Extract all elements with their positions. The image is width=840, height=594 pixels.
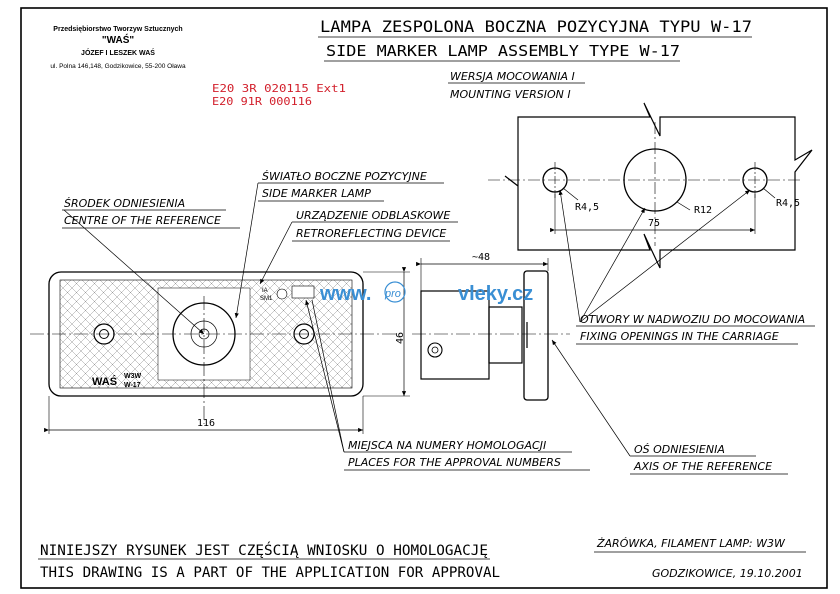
drawing-frame — [20, 7, 828, 589]
dim-75: 75 — [648, 218, 660, 229]
side-view-flange — [523, 270, 549, 401]
filament-lamp: ŻARÓWKA, FILAMENT LAMP: W3W — [596, 537, 786, 550]
callout-reference-axis: OŚ ODNIESIENIA AXIS OF THE REFERENCE — [551, 339, 788, 475]
mark-sm1: SM1 — [260, 296, 273, 302]
retroreflector-pl: URZĄDZENIE ODBLASKOWE — [296, 209, 450, 222]
callout-side-marker: ŚWIATŁO BOCZNE POZYCYJNE SIDE MARKER LAM… — [234, 170, 444, 319]
fixing-hole-center — [623, 148, 687, 212]
watermark-www: www. — [319, 283, 371, 305]
lamp-front-view: IA SM1 WAŚ W3W W-17 116 46 — [30, 267, 410, 434]
approval-number-box — [291, 285, 315, 299]
watermark-pro: pro — [384, 288, 401, 300]
mark-ia: IA — [262, 288, 268, 294]
lamp-type-w17: W-17 — [124, 382, 141, 389]
dim-r45-right: R4,5 — [776, 198, 800, 209]
lamp-side-view: ~48 — [412, 252, 570, 401]
footer-en: THIS DRAWING IS A PART OF THE APPLICATIO… — [40, 565, 500, 581]
title-en: SIDE MARKER LAMP ASSEMBLY TYPE W-17 — [326, 42, 680, 60]
reference-centre-en: CENTRE OF THE REFERENCE — [64, 214, 221, 227]
approval-code-1: E20 3R 020115 Ext1 — [212, 82, 346, 95]
fixing-openings-en: FIXING OPENINGS IN THE CARRIAGE — [580, 330, 779, 343]
side-marker-pl: ŚWIATŁO BOCZNE POZYCYJNE — [262, 170, 427, 183]
mounting-version-en: MOUNTING VERSION I — [450, 88, 571, 101]
company-line-3: JÓZEF I LESZEK WAŚ — [81, 48, 155, 57]
watermark: www. pro vleky.cz — [319, 281, 533, 305]
reference-centre-pl: ŚRODEK ODNIESIENIA — [64, 197, 185, 210]
watermark-domain: vleky.cz — [458, 283, 533, 305]
footer: NINIEJSZY RYSUNEK JEST CZĘŚCIĄ WNIOSKU O… — [38, 537, 806, 581]
title-pl: LAMPA ZESPOLONA BOCZNA POZYCYJNA TYPU W-… — [320, 17, 752, 36]
fixing-openings-pl: OTWORY W NADWOZIU DO MOCOWANIA — [580, 313, 805, 326]
fixing-hole-right — [742, 167, 768, 193]
mounting-version-label: WERSJA MOCOWANIA I MOUNTING VERSION I — [448, 70, 585, 101]
title-block: LAMPA ZESPOLONA BOCZNA POZYCYJNA TYPU W-… — [318, 17, 752, 62]
approval-places-en: PLACES FOR THE APPROVAL NUMBERS — [348, 456, 561, 469]
mounting-version-pl: WERSJA MOCOWANIA I — [450, 70, 575, 83]
fixing-hole-left — [542, 167, 568, 193]
callout-retroreflector: URZĄDZENIE ODBLASKOWE RETROREFLECTING DE… — [259, 209, 458, 285]
footer-pl: NINIEJSZY RYSUNEK JEST CZĘŚCIĄ WNIOSKU O… — [40, 541, 488, 559]
callout-reference-centre: ŚRODEK ODNIESIENIA CENTRE OF THE REFEREN… — [62, 197, 240, 335]
reference-axis-en: AXIS OF THE REFERENCE — [633, 460, 772, 473]
company-line-1: Przedsiębiorstwo Tworzyw Sztucznych — [53, 26, 182, 33]
dim-46: 46 — [395, 332, 406, 344]
company-line-2: "WAŚ" — [102, 33, 135, 46]
callout-approval-places: MIEJSCA NA NUMERY HOMOLOGACJI PLACES FOR… — [305, 299, 590, 471]
mounting-plate-view: R4,5 R12 R4,5 75 — [488, 102, 813, 269]
dim-48: ~48 — [472, 252, 490, 263]
dim-r12: R12 — [694, 205, 712, 216]
approval-places-pl: MIEJSCA NA NUMERY HOMOLOGACJI — [348, 439, 546, 452]
dim-116: 116 — [197, 418, 215, 429]
approval-code-2: E20 91R 000116 — [212, 95, 312, 108]
lamp-type-w3w: W3W — [124, 373, 142, 380]
lamp-brand: WAŚ — [92, 375, 117, 388]
reference-axis-pl: OŚ ODNIESIENIA — [634, 443, 725, 456]
company-line-4: ul. Polna 146,148, Godzikowice, 55-200 O… — [50, 63, 186, 70]
side-marker-en: SIDE MARKER LAMP — [262, 187, 371, 200]
place-date: GODZIKOWICE, 19.10.2001 — [652, 567, 803, 580]
callout-fixing-openings: OTWORY W NADWOZIU DO MOCOWANIA FIXING OP… — [558, 189, 815, 345]
company-block: Przedsiębiorstwo Tworzyw Sztucznych "WAŚ… — [50, 26, 186, 70]
dim-r45-left: R4,5 — [575, 202, 599, 213]
retroreflector-en: RETROREFLECTING DEVICE — [296, 227, 446, 240]
